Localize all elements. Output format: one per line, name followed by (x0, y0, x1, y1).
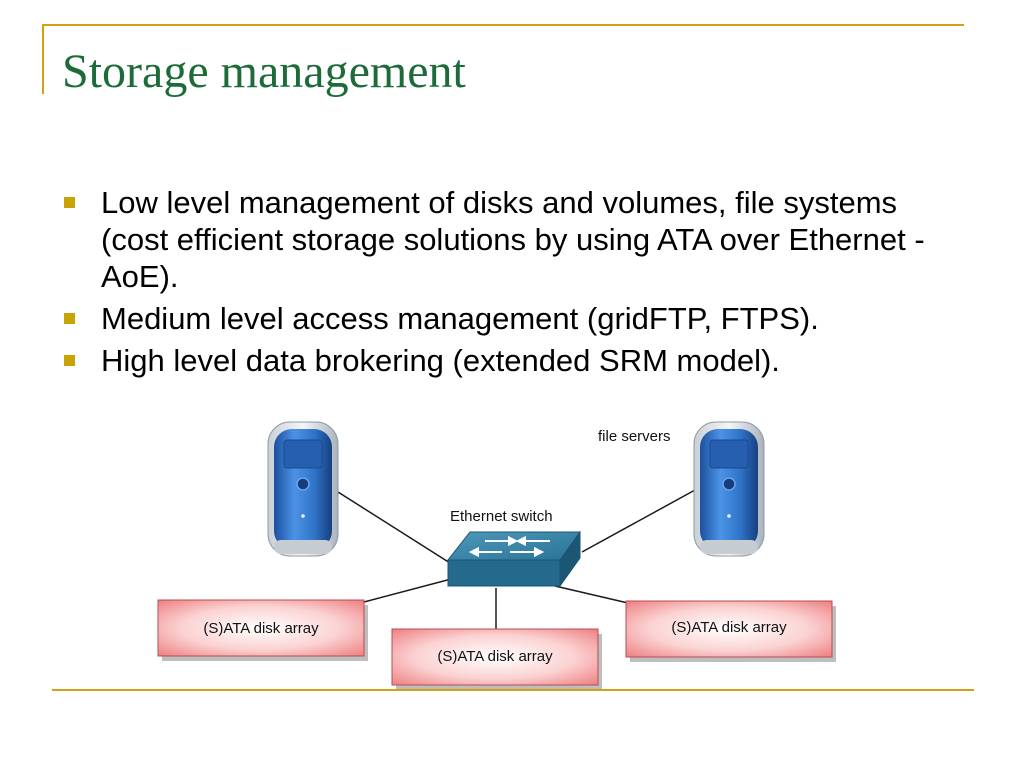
link-right-array (554, 585, 629, 604)
link-right-server (581, 489, 696, 553)
left-rule (42, 24, 44, 94)
link-left-array (363, 577, 456, 603)
bullet-item: Low level management of disks and volume… (64, 184, 964, 295)
top-rule (42, 24, 964, 26)
right-file-server-icon (693, 421, 765, 557)
diagram-canvas: file servers Ethernet switch (S)ATA disk… (157, 421, 836, 690)
ethernet-switch-icon (446, 530, 581, 588)
disk-array-label: (S)ATA disk array (671, 619, 787, 636)
square-bullet-icon (64, 313, 75, 324)
bullet-text: Low level management of disks and volume… (101, 185, 925, 294)
bullet-item: Medium level access management (gridFTP,… (64, 300, 964, 337)
bullet-item: High level data brokering (extended SRM … (64, 342, 964, 379)
square-bullet-icon (64, 355, 75, 366)
disk-array-label: (S)ATA disk array (203, 620, 319, 637)
disk-array: (S)ATA disk array (391, 628, 602, 690)
disk-array: (S)ATA disk array (157, 599, 368, 661)
bullet-list: Low level management of disks and volume… (64, 184, 964, 384)
bullet-text: High level data brokering (extended SRM … (101, 343, 780, 378)
bullet-text: Medium level access management (gridFTP,… (101, 301, 819, 336)
ethernet-switch-label: Ethernet switch (450, 508, 553, 525)
link-left-server (337, 491, 451, 564)
file-servers-label: file servers (598, 428, 671, 445)
storage-network-diagram: file servers Ethernet switch (S)ATA disk… (150, 418, 840, 690)
slide-title: Storage management (62, 45, 466, 98)
bottom-rule (52, 689, 974, 691)
square-bullet-icon (64, 197, 75, 208)
network-links (337, 489, 696, 630)
left-file-server-icon (267, 421, 339, 557)
disk-array-label: (S)ATA disk array (437, 648, 553, 665)
disk-array: (S)ATA disk array (625, 600, 836, 662)
